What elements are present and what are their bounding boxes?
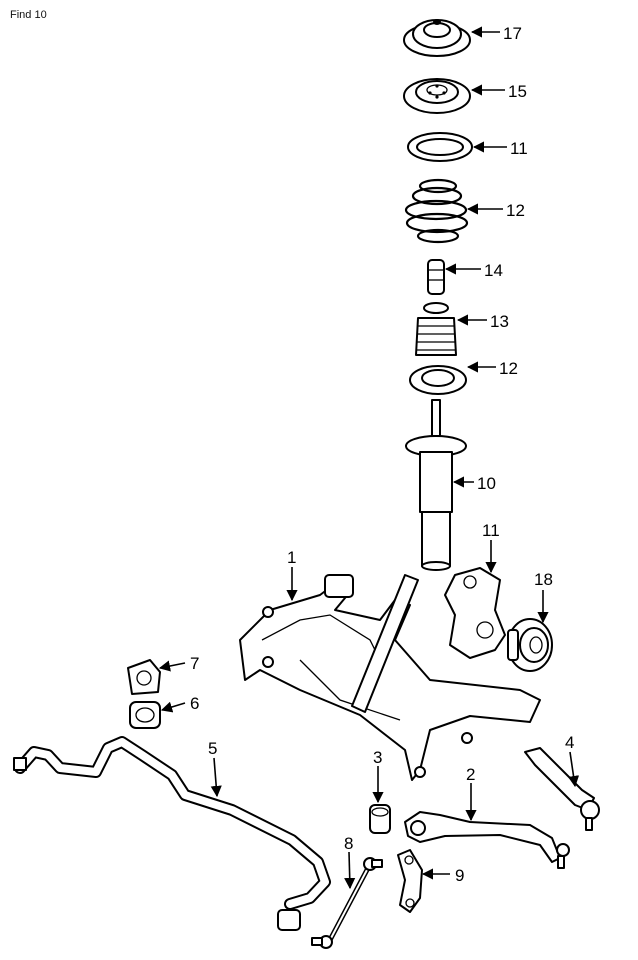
- part-8-stabilizer-link[interactable]: [311, 857, 383, 949]
- part-2-lower-control-arm[interactable]: [404, 811, 570, 869]
- callout-16: 15: [508, 82, 527, 101]
- part-7-stabilizer-bushing-bracket[interactable]: [127, 659, 161, 695]
- callout-7: 7: [190, 654, 199, 673]
- part-18-wheel-hub[interactable]: [507, 618, 553, 672]
- leader-lines: [158, 26, 580, 890]
- part-10-strut-assembly[interactable]: [405, 399, 467, 571]
- part-15-bump-stop[interactable]: [427, 259, 445, 295]
- callout-11: 11: [482, 521, 500, 540]
- part-4-tension-strut[interactable]: [524, 747, 600, 831]
- callout-12-lower: 12: [499, 359, 518, 378]
- callout-8: 8: [344, 834, 353, 853]
- find-label: Find 10: [10, 9, 47, 21]
- callout-12-upper: 11: [510, 139, 528, 158]
- part-11-steering-knuckle[interactable]: [444, 567, 506, 659]
- callout-labels: 17 15 11 12 14 13 12 10 11 18 1 7 6 5 3 …: [190, 24, 574, 885]
- callout-2: 2: [466, 765, 475, 784]
- part-12-spring-isolator-lower[interactable]: [409, 365, 467, 395]
- callout-18: 18: [534, 570, 553, 589]
- part-6-stabilizer-bushing[interactable]: [129, 701, 161, 729]
- callout-4: 4: [565, 733, 574, 752]
- part-13-coil-spring[interactable]: [404, 178, 469, 244]
- part-1-subframe[interactable]: [239, 574, 541, 781]
- part-12-spring-isolator-upper[interactable]: [407, 132, 473, 162]
- callout-13: 12: [506, 201, 525, 220]
- callout-9: 9: [455, 866, 464, 885]
- callout-14: 13: [490, 312, 509, 331]
- part-14-dust-boot[interactable]: [415, 302, 457, 356]
- callout-10: 10: [477, 474, 496, 493]
- part-5-stabilizer-bar[interactable]: [13, 736, 331, 931]
- callout-17: 17: [503, 24, 522, 43]
- part-17-strut-mount[interactable]: [403, 19, 471, 57]
- part-9-control-arm-bracket[interactable]: [397, 849, 423, 913]
- callout-1: 1: [287, 548, 296, 567]
- callout-5: 5: [208, 739, 217, 758]
- callout-15: 14: [484, 261, 503, 280]
- part-3-control-arm-bushing[interactable]: [369, 804, 391, 834]
- callout-3: 3: [373, 748, 382, 767]
- part-16-spring-seat[interactable]: [403, 78, 471, 114]
- callout-6: 6: [190, 694, 199, 713]
